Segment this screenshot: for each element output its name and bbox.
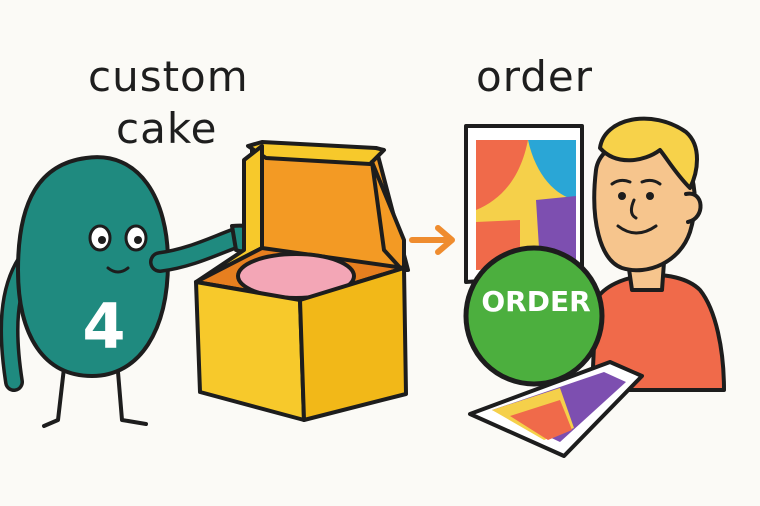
smile: [106, 266, 130, 274]
left-pupil: [98, 236, 106, 244]
right-brow: [640, 178, 662, 186]
poster: [464, 124, 584, 284]
arrow-icon: [409, 225, 455, 255]
left-leg: [42, 366, 66, 428]
heading-cake: cake: [116, 104, 218, 153]
heading-custom: custom: [88, 52, 249, 101]
card-red: [510, 400, 572, 440]
order-button-label[interactable]: ORDER: [481, 285, 591, 318]
person-smile: [616, 224, 658, 235]
order-circle[interactable]: [463, 245, 605, 387]
hair: [598, 116, 699, 190]
poster-red: [476, 140, 528, 210]
box-front: [194, 280, 306, 422]
person-right-eye: [646, 192, 654, 200]
person: [590, 116, 726, 392]
right-leg: [116, 370, 148, 426]
right-arm: [152, 230, 244, 270]
box-side: [298, 266, 408, 422]
blob-body: [16, 155, 170, 378]
ear: [684, 191, 703, 224]
nose: [629, 198, 638, 220]
right-pupil: [134, 236, 142, 244]
heading-order: order: [476, 52, 593, 101]
left-brow: [610, 178, 632, 186]
poster-blue: [528, 140, 576, 200]
shirt: [590, 273, 726, 392]
cake-box: [194, 140, 410, 422]
badge-number: 4: [82, 290, 125, 363]
person-left-eye: [618, 192, 626, 200]
box-lid-top: [246, 140, 386, 166]
